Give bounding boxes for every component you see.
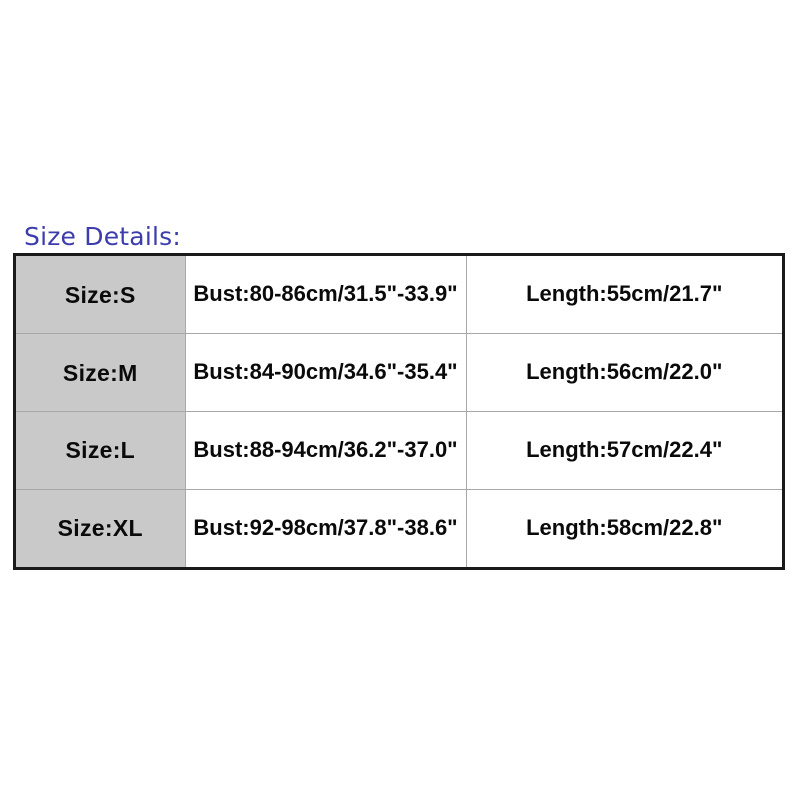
size-cell-l: Size:L bbox=[16, 411, 186, 490]
bust-cell-xl: Bust:92-98cm/37.8"-38.6" bbox=[184, 488, 467, 567]
table-row: Size:XL Bust:92-98cm/37.8"-38.6" Length:… bbox=[16, 488, 782, 567]
table-row: Size:S Bust:80-86cm/31.5"-33.9" Length:5… bbox=[16, 256, 782, 335]
bust-cell-l: Bust:88-94cm/36.2"-37.0" bbox=[184, 411, 467, 490]
size-cell-xl: Size:XL bbox=[16, 488, 186, 567]
table-row: Size:M Bust:84-90cm/34.6"-35.4" Length:5… bbox=[16, 333, 782, 412]
length-cell-xl: Length:58cm/22.8" bbox=[465, 488, 782, 567]
size-cell-m: Size:M bbox=[16, 333, 186, 412]
size-details-table-container: Size:S Bust:80-86cm/31.5"-33.9" Length:5… bbox=[13, 253, 785, 570]
size-cell-s: Size:S bbox=[16, 256, 186, 335]
bust-cell-m: Bust:84-90cm/34.6"-35.4" bbox=[184, 333, 467, 412]
size-details-table: Size:S Bust:80-86cm/31.5"-33.9" Length:5… bbox=[16, 256, 782, 567]
length-cell-s: Length:55cm/21.7" bbox=[465, 256, 782, 335]
table-row: Size:L Bust:88-94cm/36.2"-37.0" Length:5… bbox=[16, 411, 782, 490]
bust-cell-s: Bust:80-86cm/31.5"-33.9" bbox=[184, 256, 467, 335]
length-cell-l: Length:57cm/22.4" bbox=[465, 411, 782, 490]
length-cell-m: Length:56cm/22.0" bbox=[465, 333, 782, 412]
page-title: Size Details: bbox=[24, 222, 181, 251]
size-table-body: Size:S Bust:80-86cm/31.5"-33.9" Length:5… bbox=[16, 256, 782, 567]
